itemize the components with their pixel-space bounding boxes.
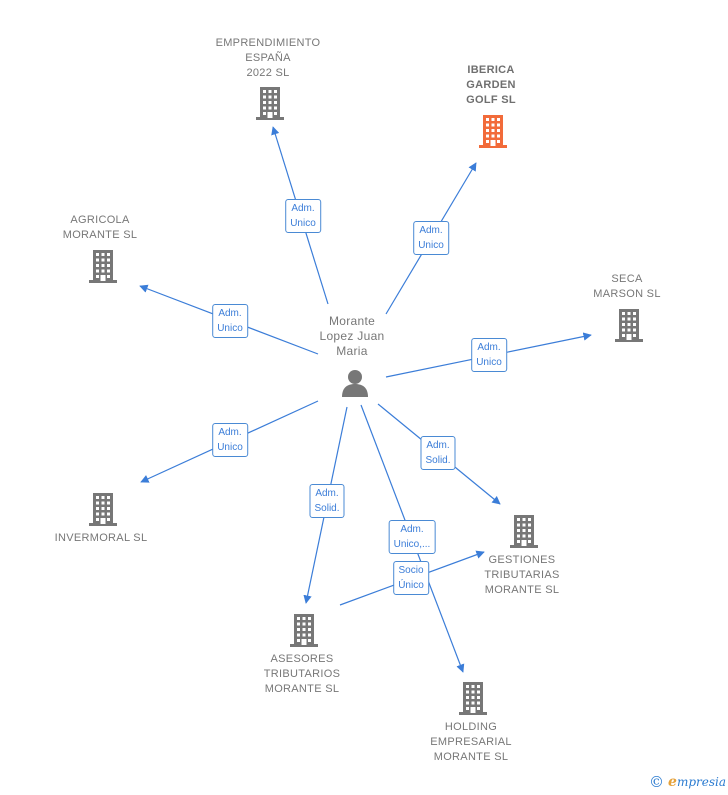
company-label-iberica[interactable]: IBERICA GARDEN GOLF SL xyxy=(466,64,516,106)
footer-brand[interactable]: © e mpresia xyxy=(649,773,726,791)
building-icon-emprendimiento[interactable] xyxy=(254,86,286,125)
relation-label-emprendimiento[interactable]: Adm. Unico xyxy=(285,199,321,233)
company-label-seca[interactable]: SECA MARSON SL xyxy=(593,273,661,300)
relation-label-asesores[interactable]: Adm. Solid. xyxy=(309,484,345,518)
relation-label-gestiones-from-asesores[interactable]: Socio Único xyxy=(393,561,429,595)
brand-initial: e xyxy=(668,774,677,790)
person-name-label[interactable]: Morante Lopez Juan Maria xyxy=(319,314,385,358)
building-icon-holding[interactable] xyxy=(457,681,489,720)
building-icon-asesores[interactable] xyxy=(288,613,320,652)
company-label-agricola[interactable]: AGRICOLA MORANTE SL xyxy=(62,214,138,241)
relation-label-gestiones[interactable]: Adm. Solid. xyxy=(420,436,456,470)
building-icon-agricola[interactable] xyxy=(87,249,119,288)
copyright-icon: © xyxy=(649,773,665,791)
relation-label-agricola[interactable]: Adm. Unico xyxy=(212,304,248,338)
company-label-gestiones[interactable]: GESTIONES TRIBUTARIAS MORANTE SL xyxy=(484,554,560,596)
building-icon-gestiones[interactable] xyxy=(508,514,540,553)
relation-label-seca[interactable]: Adm. Unico xyxy=(471,338,507,372)
company-label-invermoral[interactable]: INVERMORAL SL xyxy=(54,532,148,544)
relation-label-holding[interactable]: Adm. Unico,... xyxy=(388,520,436,554)
building-icon-seca[interactable] xyxy=(613,308,645,347)
company-label-holding[interactable]: HOLDING EMPRESARIAL MORANTE SL xyxy=(430,721,512,763)
relation-label-invermoral[interactable]: Adm. Unico xyxy=(212,423,248,457)
company-label-asesores[interactable]: ASESORES TRIBUTARIOS MORANTE SL xyxy=(263,653,341,695)
person-icon[interactable] xyxy=(340,368,370,403)
company-label-emprendimiento[interactable]: EMPRENDIMIENTO ESPAÑA 2022 SL xyxy=(215,37,321,79)
building-icon-iberica[interactable] xyxy=(477,114,509,153)
relation-label-iberica[interactable]: Adm. Unico xyxy=(413,221,449,255)
building-icon-invermoral[interactable] xyxy=(87,492,119,531)
brand-name: mpresia xyxy=(676,775,726,789)
